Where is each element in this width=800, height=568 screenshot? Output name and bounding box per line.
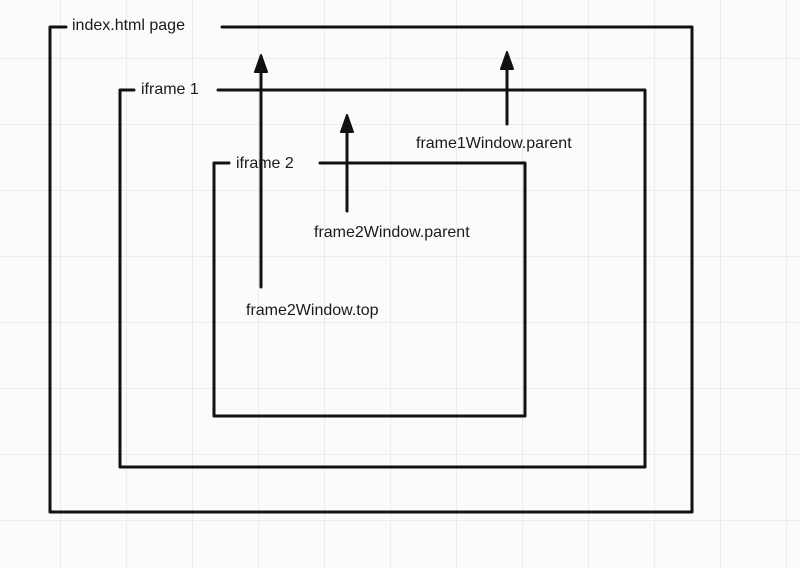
iframe1-box: iframe 1 xyxy=(118,81,647,469)
arrow-frame2-top-label: frame2Window.top xyxy=(246,302,379,319)
iframe2-label: iframe 2 xyxy=(236,155,294,172)
arrow-frame2-parent: frame2Window.parent xyxy=(314,114,470,241)
arrow-frame2-parent-label: frame2Window.parent xyxy=(314,224,470,241)
arrow-frame2-parent-head xyxy=(340,114,354,133)
arrow-frame1-parent: frame1Window.parent xyxy=(416,51,572,152)
arrow-frame2-top: frame2Window.top xyxy=(246,54,379,319)
iframe1-border xyxy=(118,88,647,469)
arrow-frame1-parent-head xyxy=(500,51,514,70)
arrow-frame2-top-head xyxy=(254,54,268,73)
arrow-frame1-parent-label: frame1Window.parent xyxy=(416,135,572,152)
iframe2-border xyxy=(212,161,527,418)
index-page-box: index.html page xyxy=(48,17,694,514)
iframe1-label: iframe 1 xyxy=(141,81,199,98)
index-page-label: index.html page xyxy=(72,17,185,34)
iframe2-box: iframe 2 xyxy=(212,155,527,418)
index-page-border xyxy=(48,25,694,514)
